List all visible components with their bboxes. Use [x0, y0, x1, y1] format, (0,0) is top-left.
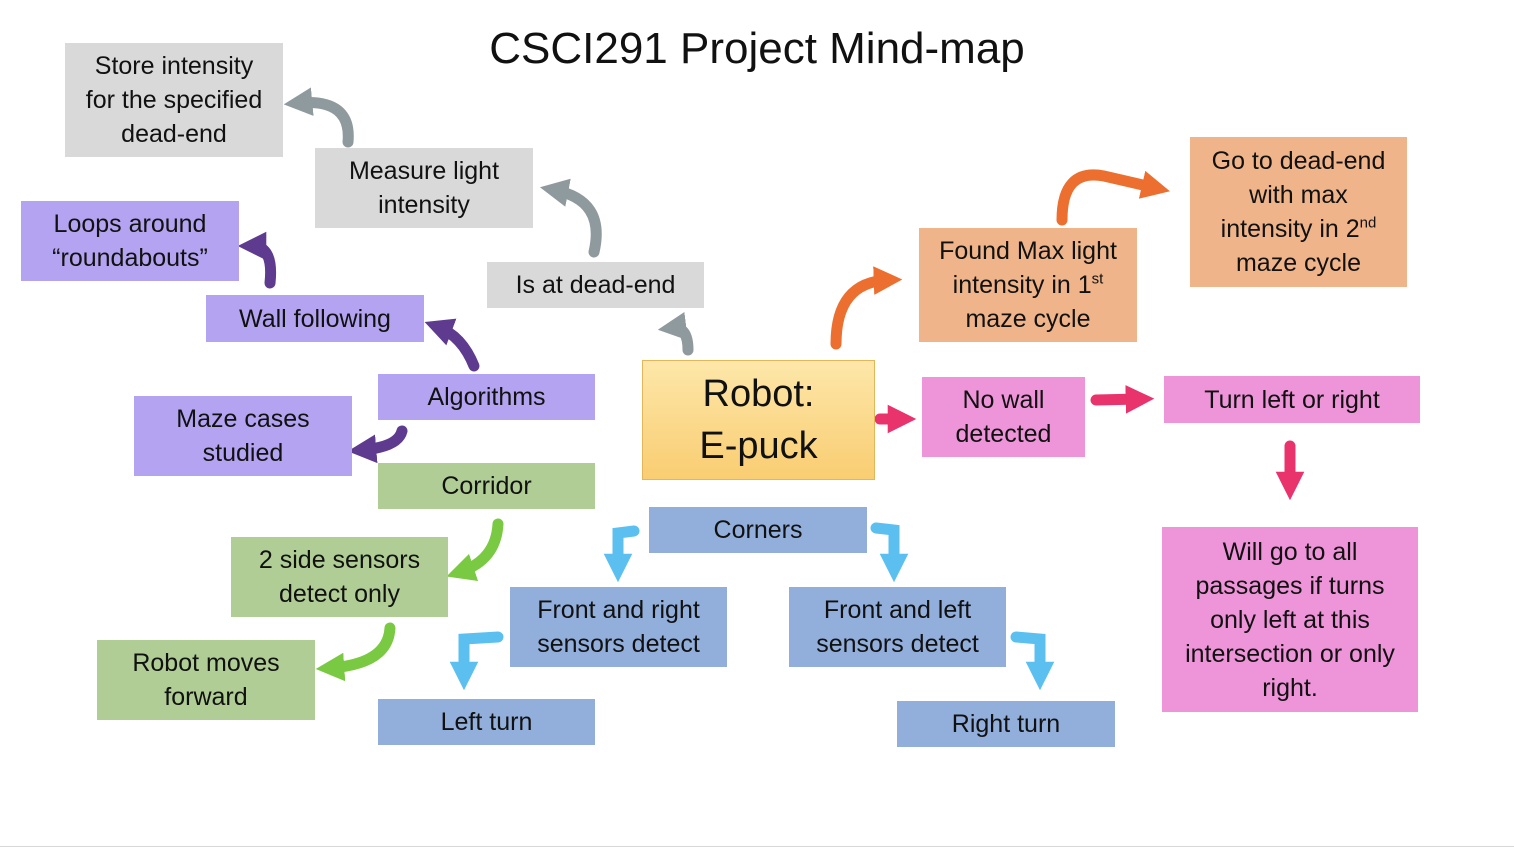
arrow-wall-to-loops	[237, 231, 277, 289]
node-robot-moves-forward-text: Robot moves forward	[132, 649, 280, 711]
node-is-dead-end-text: Is at dead-end	[515, 271, 676, 299]
node-no-wall-detected-text: No wall detected	[955, 386, 1052, 448]
node-robot-epuck-text: Robot: E-puck	[699, 373, 818, 467]
node-corridor-text: Corridor	[441, 472, 532, 500]
node-front-right-sensors-text: Front and right sensors detect	[537, 596, 700, 658]
node-is-dead-end: Is at dead-end	[487, 262, 704, 308]
node-found-max-intensity-text: Found Max light intensity in 1st maze cy…	[939, 234, 1117, 336]
found-max-text-b: maze cycle	[965, 305, 1091, 333]
node-loops-roundabouts-text: Loops around “roundabouts”	[52, 210, 208, 272]
arrow-algorithms-to-maze	[347, 425, 408, 464]
node-measure-light-text: Measure light intensity	[348, 157, 500, 219]
node-robot-epuck: Robot: E-puck	[642, 360, 875, 480]
node-turn-left-or-right-text: Turn left or right	[1204, 385, 1380, 414]
node-go-to-dead-end: Go to dead-end with max intensity in 2nd…	[1190, 137, 1407, 287]
arrow-foundmax-to-godeadend	[1056, 169, 1170, 226]
node-measure-light: Measure light intensity	[315, 148, 533, 228]
node-two-side-sensors: 2 side sensors detect only	[231, 537, 448, 617]
arrow-deadend-to-measure	[539, 178, 602, 258]
node-wall-following-text: Wall following	[239, 304, 391, 333]
arrow-frontleft-to-rightturn	[1010, 631, 1055, 691]
arrow-twoside-to-forward	[315, 622, 396, 682]
arrow-corridor-to-twoside	[446, 518, 504, 582]
node-will-go-all-passages-text: Will go to all passages if turns only le…	[1185, 537, 1395, 702]
node-left-turn: Left turn	[378, 699, 595, 745]
node-wall-following: Wall following	[206, 295, 424, 342]
found-max-text-a: Found Max light intensity in 1	[939, 237, 1117, 299]
node-store-intensity-text: Store intensity for the specified dead-e…	[85, 52, 263, 148]
node-left-turn-text: Left turn	[440, 708, 533, 736]
arrow-measure-to-store	[283, 87, 354, 148]
node-robot-moves-forward: Robot moves forward	[97, 640, 315, 720]
go-dead-end-superscript: nd	[1359, 214, 1377, 232]
node-front-left-sensors-text: Front and left sensors detect	[816, 596, 979, 658]
node-right-turn-text: Right turn	[951, 710, 1061, 738]
node-store-intensity: Store intensity for the specified dead-e…	[65, 43, 283, 157]
slide-title: CSCI291 Project Mind-map	[489, 24, 1025, 73]
node-front-right-sensors: Front and right sensors detect	[510, 587, 727, 667]
node-algorithms-text: Algorithms	[427, 383, 546, 411]
arrow-nowall-to-turnlr	[1090, 385, 1155, 414]
go-dead-end-text-a: Go to dead-end with max intensity in 2	[1211, 147, 1386, 243]
node-corners-text: Corners	[713, 516, 803, 544]
arrow-robot-to-deadend	[657, 312, 694, 356]
found-max-superscript: st	[1091, 270, 1104, 288]
arrow-frontright-to-leftturn	[449, 631, 504, 691]
node-front-left-sensors: Front and left sensors detect	[789, 587, 1006, 667]
node-right-turn: Right turn	[897, 701, 1115, 747]
arrow-robot-to-foundmax	[830, 266, 903, 350]
node-turn-left-or-right: Turn left or right	[1164, 376, 1420, 423]
go-dead-end-text-b: maze cycle	[1235, 249, 1362, 277]
node-corners: Corners	[649, 507, 867, 553]
node-go-to-dead-end-text: Go to dead-end with max intensity in 2nd…	[1212, 144, 1386, 280]
arrow-corners-to-frontleft	[870, 522, 909, 583]
arrow-corners-to-frontright	[603, 525, 640, 583]
node-algorithms: Algorithms	[378, 374, 595, 420]
node-maze-cases-text: Maze cases studied	[176, 405, 310, 467]
node-maze-cases: Maze cases studied	[134, 396, 352, 476]
node-no-wall-detected: No wall detected	[922, 377, 1085, 457]
node-loops-roundabouts: Loops around “roundabouts”	[21, 201, 239, 281]
node-two-side-sensors-text: 2 side sensors detect only	[258, 546, 421, 608]
arrow-algorithms-to-wall	[424, 318, 480, 372]
node-will-go-all-passages: Will go to all passages if turns only le…	[1162, 527, 1418, 712]
node-found-max-intensity: Found Max light intensity in 1st maze cy…	[919, 228, 1137, 342]
slide-bottom-divider	[0, 846, 1514, 847]
node-corridor: Corridor	[378, 463, 595, 509]
